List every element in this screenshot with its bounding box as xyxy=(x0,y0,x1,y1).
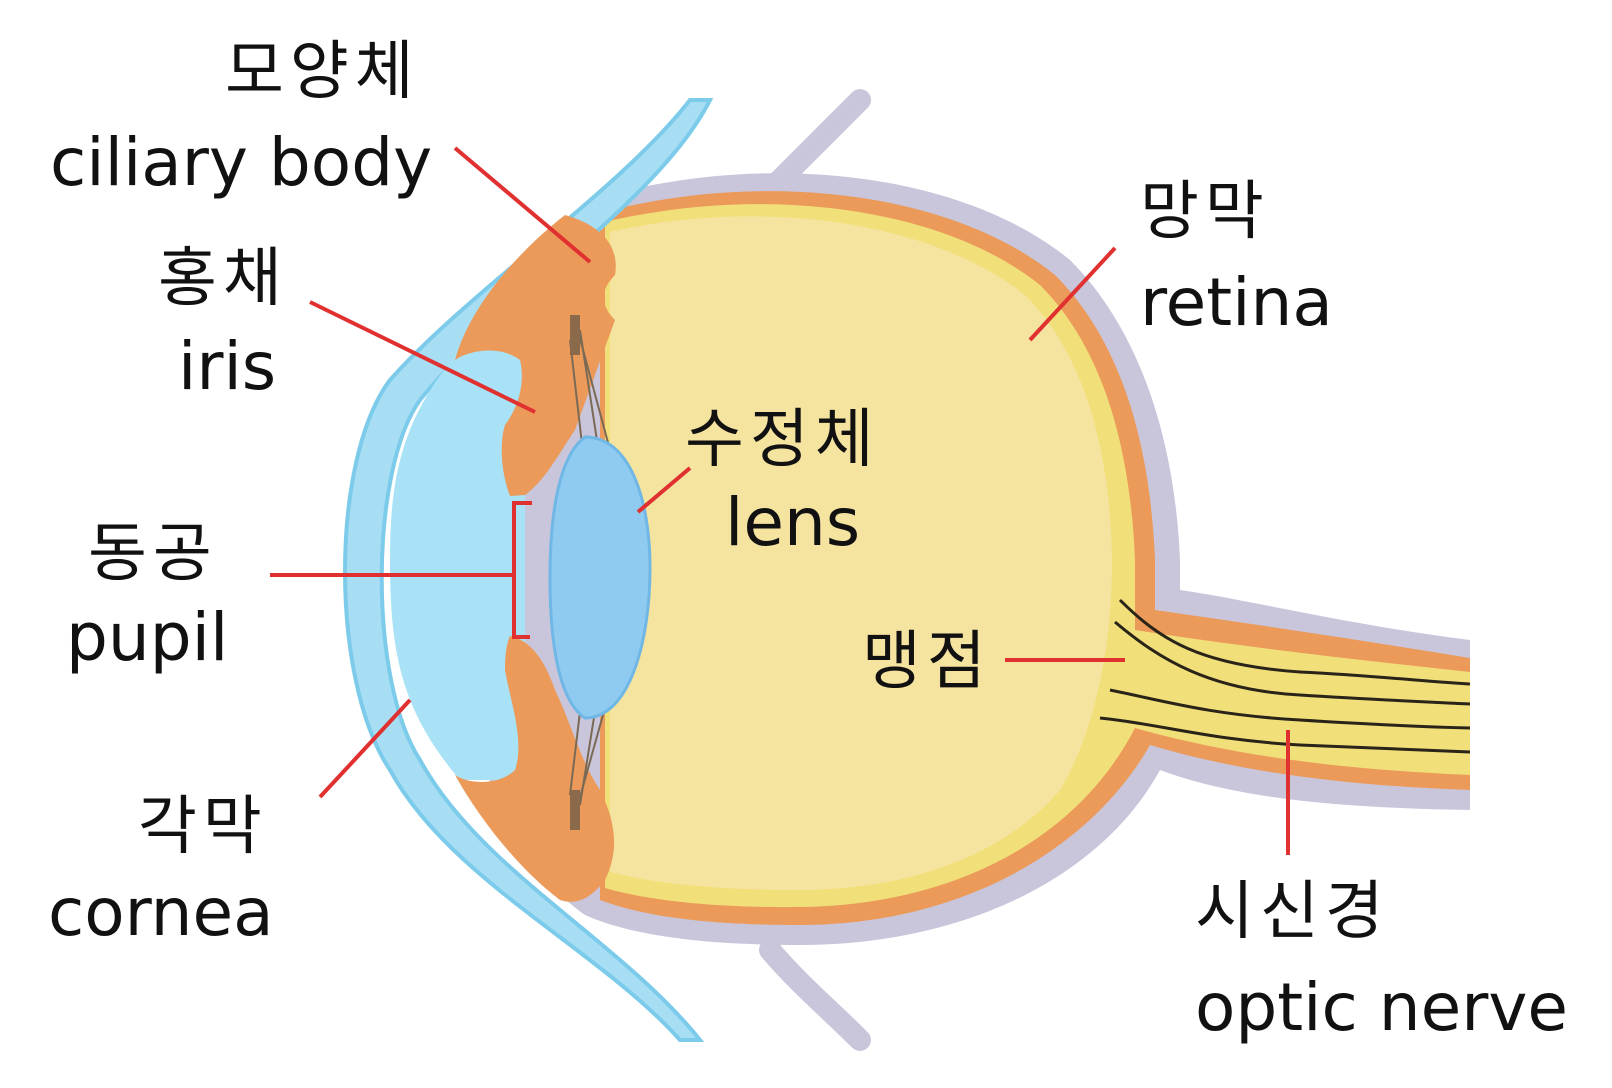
aqueous-humor xyxy=(390,350,525,780)
iris-english-label: iris xyxy=(178,328,277,405)
cornea-english-label: cornea xyxy=(48,874,274,951)
ciliary-body-english-label: ciliary body xyxy=(50,124,433,201)
pupil-english-label: pupil xyxy=(66,599,229,676)
optic-nerve-english-label: optic nerve xyxy=(1195,969,1568,1046)
leader-pupil xyxy=(270,501,532,577)
vitreous-body xyxy=(610,216,1112,891)
optic-nerve-fibers xyxy=(1099,598,1471,754)
lens-english-label: lens xyxy=(725,484,861,561)
optic-nerve-korean-label: 시신경 xyxy=(1195,875,1390,949)
iris-ciliary xyxy=(455,215,616,496)
upper-fold xyxy=(759,89,871,201)
iris-korean-label: 홍채 xyxy=(158,242,288,316)
blind-spot-korean-label: 맹점 xyxy=(862,625,992,699)
cornea-shape xyxy=(343,98,714,1042)
leader-ciliary-body xyxy=(453,146,592,264)
lower-fold xyxy=(759,939,871,1051)
retina-english-label: retina xyxy=(1140,264,1333,341)
pupil-korean-label: 동공 xyxy=(88,517,218,591)
leader-lens xyxy=(636,466,692,514)
iris-ciliary-lower xyxy=(455,636,615,902)
lens-korean-label: 수정체 xyxy=(685,403,880,477)
ciliary-body-korean-label: 모양체 xyxy=(225,35,420,109)
retina-korean-label: 망막 xyxy=(1140,175,1270,249)
ciliary-process-upper xyxy=(570,315,580,355)
leader-iris xyxy=(309,300,536,414)
ciliary-process-lower xyxy=(570,790,580,830)
cornea-korean-label: 각막 xyxy=(138,790,268,864)
leader-cornea xyxy=(318,698,412,799)
leader-pupil-lower xyxy=(512,575,530,639)
leader-retina xyxy=(1028,246,1117,342)
